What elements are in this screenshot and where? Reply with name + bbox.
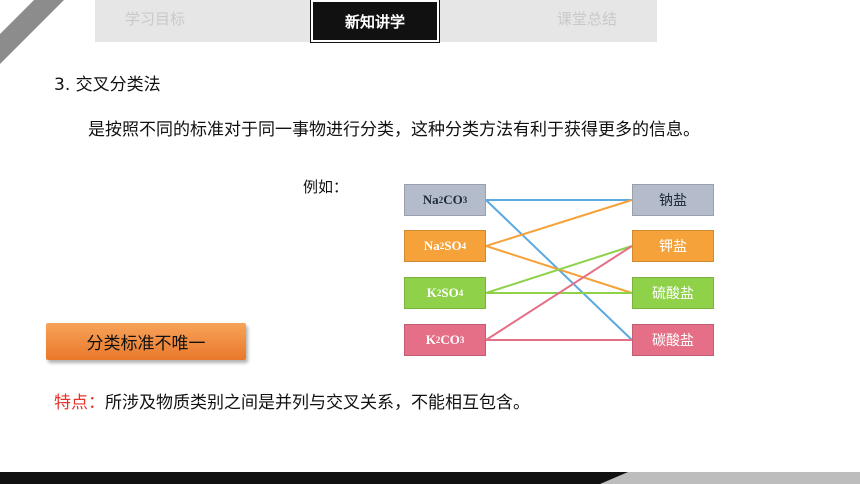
- feature-text: 所涉及物质类别之间是并列与交叉关系，不能相互包含。: [105, 393, 530, 413]
- feature-label: 特点：: [54, 393, 105, 413]
- link-line: [485, 245, 633, 294]
- feature-line: 特点：所涉及物质类别之间是并列与交叉关系，不能相互包含。: [54, 388, 530, 413]
- category-box: 碳酸盐: [632, 324, 714, 356]
- link-line: [485, 199, 633, 247]
- link-line: [485, 245, 633, 341]
- criteria-button: 分类标准不唯一: [46, 323, 246, 360]
- category-box: 硫酸盐: [632, 277, 714, 309]
- section-title: 3. 交叉分类法: [54, 75, 161, 95]
- category-box: 钠盐: [632, 184, 714, 216]
- description-text: 是按照不同的标准对于同一事物进行分类，这种分类方法有利于获得更多的信息。: [88, 120, 700, 140]
- footer-accent: [600, 472, 860, 484]
- tab-new-knowledge[interactable]: 新知讲学: [310, 0, 440, 43]
- example-label: 例如：: [303, 178, 349, 196]
- category-box: 钾盐: [632, 230, 714, 262]
- tab-class-summary[interactable]: 课堂总结: [557, 10, 618, 28]
- corner-decoration-inner: [0, 0, 34, 34]
- tab-learning-goals[interactable]: 学习目标: [125, 10, 186, 28]
